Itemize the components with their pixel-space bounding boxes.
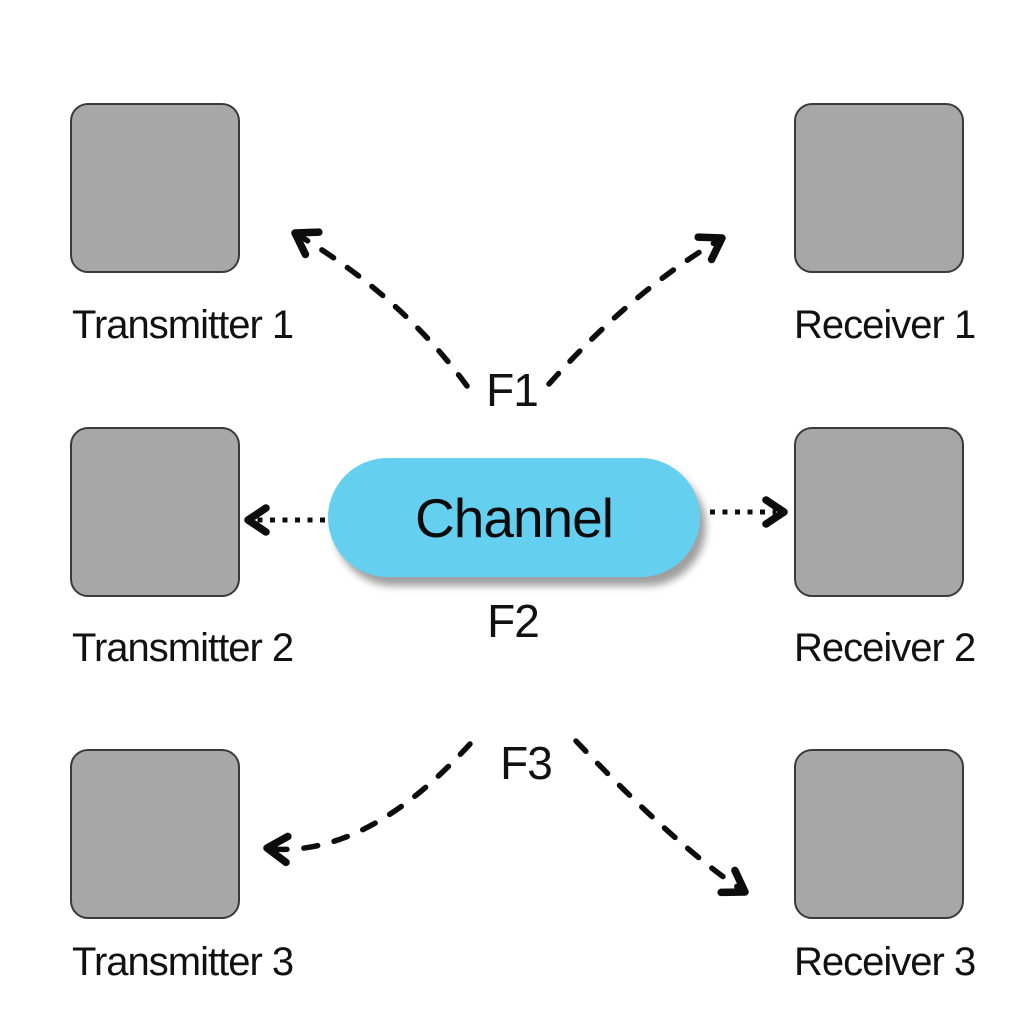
channel-label: Channel (415, 486, 614, 549)
transmitter-3-box (70, 749, 240, 919)
receiver-1-label: Receiver 1 (794, 303, 976, 347)
transmitter-3-label: Transmitter 3 (72, 940, 294, 984)
receiver-2-label: Receiver 2 (794, 626, 976, 670)
receiver-2-box (794, 427, 964, 597)
f1-to-receiver1-arrow (546, 233, 726, 387)
receiver-3-box (794, 749, 964, 919)
f3-to-transmitter3-arrow (263, 741, 473, 867)
transmitter-2-box (70, 427, 240, 597)
receiver-3-label: Receiver 3 (794, 940, 976, 984)
channel-node: Channel (328, 458, 700, 577)
f3-label: F3 (500, 737, 553, 789)
transmitter-1-label: Transmitter 1 (72, 303, 294, 347)
f2-to-transmitter2-arrow (244, 504, 325, 536)
f1-label: F1 (486, 364, 539, 416)
f1-to-transmitter1-arrow (291, 228, 470, 389)
receiver-1-box (794, 103, 964, 273)
f3-to-receiver3-arrow (573, 738, 749, 897)
transmitter-2-label: Transmitter 2 (72, 626, 294, 670)
transmitter-1-box (70, 103, 240, 273)
f2-to-receiver2-arrow (710, 496, 788, 528)
f2-label: F2 (487, 595, 540, 647)
